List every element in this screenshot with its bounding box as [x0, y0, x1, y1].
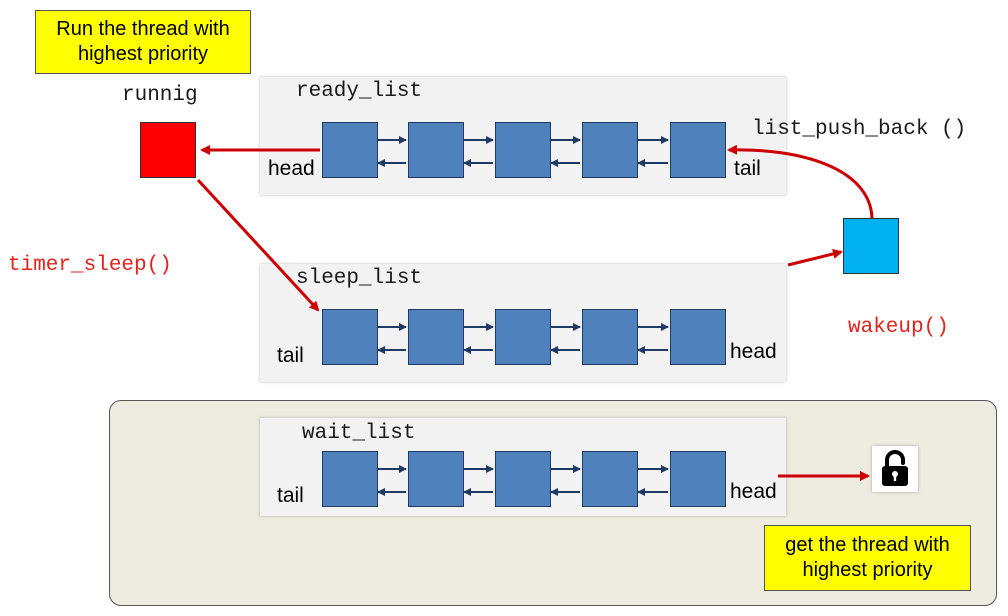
run-highest-text: Run the thread with highest priority — [56, 18, 230, 65]
sleep-node — [495, 309, 551, 365]
running-thread — [140, 122, 196, 178]
ready-tail-label: tail — [734, 157, 761, 180]
push-back-arrow — [727, 144, 874, 219]
sleep-node — [670, 309, 726, 365]
wait-links — [377, 465, 669, 496]
ready-node — [408, 122, 464, 178]
sleep-node — [408, 309, 464, 365]
wait-node — [322, 451, 378, 507]
wait-node — [495, 451, 551, 507]
ready-node — [670, 122, 726, 178]
wait-node — [408, 451, 464, 507]
sleep-node — [322, 309, 378, 365]
ready-list-title: ready_list — [296, 80, 423, 103]
wait-node — [670, 451, 726, 507]
wakeup-thread — [843, 218, 899, 274]
get-highest-callout: get the thread with highest priority — [764, 525, 971, 591]
running-label: runnig — [122, 84, 198, 107]
wakeup-label: wakeup() — [848, 316, 949, 339]
timer-sleep-arrow — [196, 178, 320, 312]
timer-sleep-label: timer_sleep() — [8, 254, 172, 277]
wait-node — [582, 451, 638, 507]
run-highest-callout: Run the thread with highest priority — [35, 10, 251, 74]
sleep-links — [377, 323, 669, 354]
sleep-tail-label: tail — [277, 344, 304, 367]
flow-arrows — [196, 144, 874, 481]
ready-head-label: head — [268, 157, 315, 180]
ready-links — [377, 136, 669, 167]
wait-list-title: wait_list — [302, 422, 416, 445]
ready-node — [495, 122, 551, 178]
wakeup-arrow — [787, 249, 843, 267]
get-highest-text: get the thread with highest priority — [785, 534, 950, 581]
sleep-node — [582, 309, 638, 365]
list-push-back-label: list_push_back () — [752, 118, 967, 141]
ready-node — [582, 122, 638, 178]
wait-tail-label: tail — [277, 484, 304, 507]
ready-node — [322, 122, 378, 178]
wait-head-label: head — [730, 480, 777, 503]
sleep-list-title: sleep_list — [296, 267, 423, 290]
lock-icon — [872, 446, 918, 492]
sleep-head-label: head — [730, 340, 777, 363]
